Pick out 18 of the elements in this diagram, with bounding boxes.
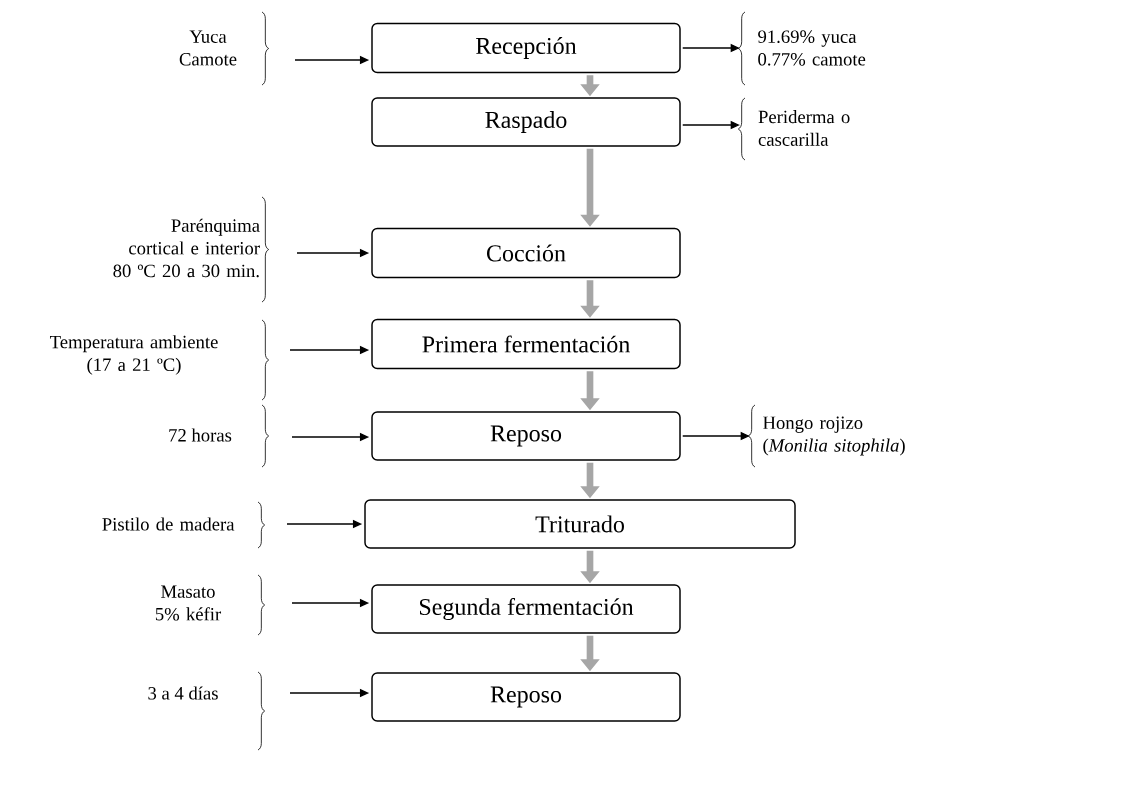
input-text: 72 horas — [169, 428, 232, 442]
process-box: Raspado — [371, 97, 681, 147]
process-box: Reposo — [371, 411, 681, 461]
process-box: Cocción — [371, 227, 681, 279]
input-text: Masato 5% kéfir — [155, 585, 221, 621]
process-box: Primera fermentación — [371, 318, 681, 370]
process-box: Triturado — [364, 499, 796, 549]
input-text: Yuca Camote — [179, 30, 237, 66]
input-text: Pistilo de madera — [102, 517, 235, 531]
input-text: Hongo rojizo (Monilia sitophila) — [763, 416, 905, 456]
input-text: Temperatura ambiente (17 a 21 ºC) — [50, 335, 218, 375]
input-text: 3 a 4 días — [148, 686, 218, 700]
input-text: Periderma o cascarilla — [758, 110, 850, 146]
process-box: Segunda fermentación — [371, 584, 681, 634]
input-text: 91.69% yuca 0.77% camote — [758, 30, 866, 66]
process-box: Reposo — [371, 672, 681, 722]
process-box: Recepción — [371, 22, 681, 74]
input-text: Parénquima cortical e interior 80 ºC 20 a 30 min. — [113, 218, 260, 278]
